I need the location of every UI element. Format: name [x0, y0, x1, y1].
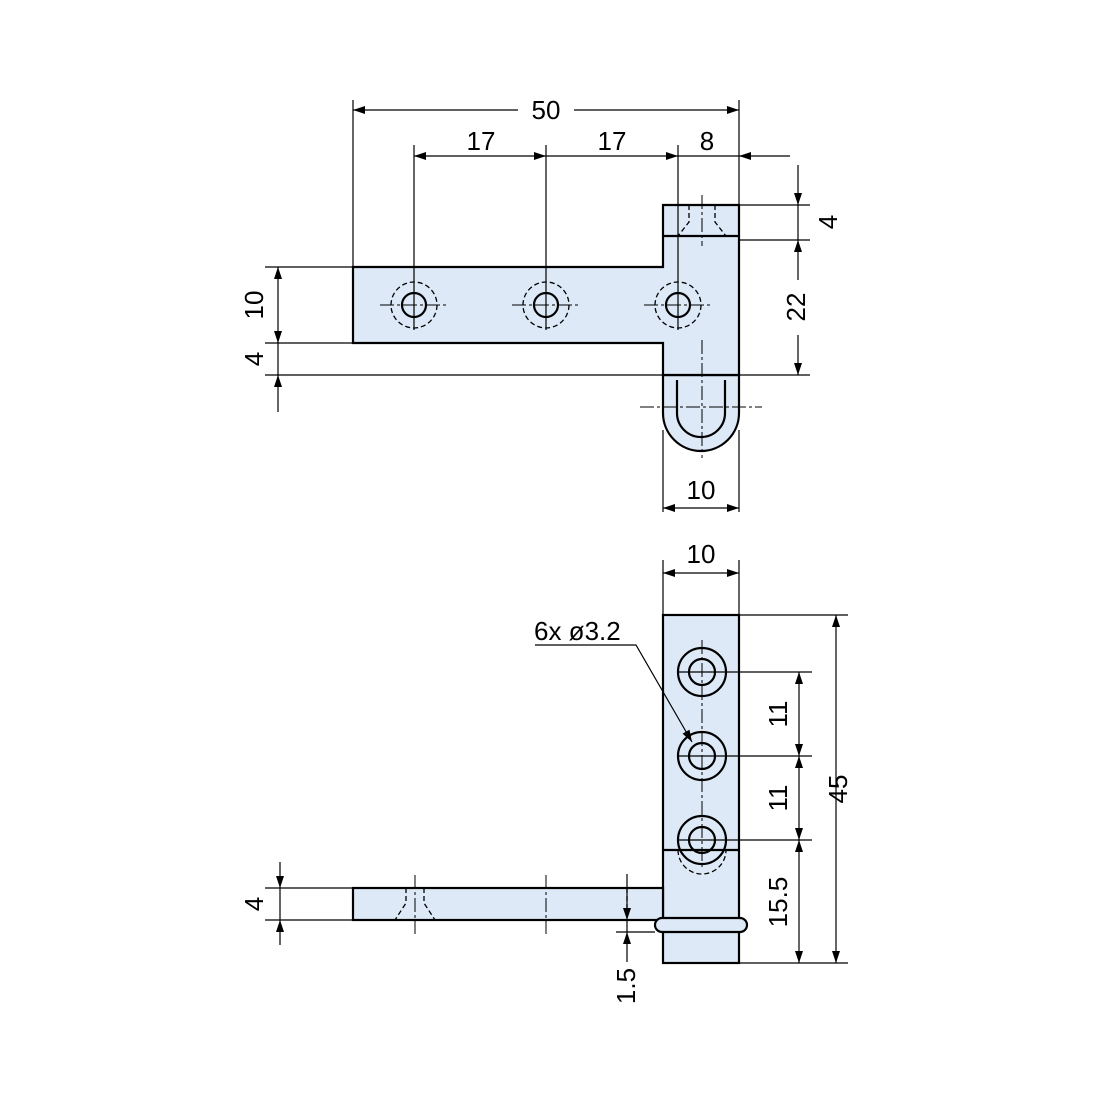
front-horizontal-plate — [351, 886, 665, 922]
dim-top-plate-width: 10 — [239, 291, 269, 320]
dim-front-pitch-1: 11 — [763, 701, 793, 728]
dim-front-bottom-offset: 15.5 — [763, 877, 793, 928]
dim-top-pitch-1: 17 — [467, 126, 496, 156]
dim-top-pivot-height: 22 — [781, 293, 811, 322]
dim-top-pitch-2: 17 — [598, 126, 627, 156]
top-tab-countersink — [677, 205, 727, 237]
front-plate-countersink — [394, 888, 436, 921]
dim-front-leaf-width: 10 — [687, 539, 716, 569]
front-collar-ring — [653, 916, 749, 934]
front-hole-callout: 6x ø3.2 — [534, 616, 621, 646]
dim-top-overall-width: 50 — [532, 95, 561, 125]
dim-top-knuckle-width: 10 — [687, 475, 716, 505]
front-vertical-leaf — [661, 613, 741, 965]
dim-front-gap: 1.5 — [611, 968, 641, 1004]
dim-top-end-offset: 8 — [700, 126, 714, 156]
dim-front-overall-height: 45 — [823, 775, 853, 804]
dim-front-plate-thickness: 4 — [239, 897, 269, 911]
dim-top-plate-offset: 4 — [239, 352, 269, 366]
top-knuckle-inner — [675, 380, 727, 439]
top-view: 50 17 17 8 4 22 10 4 10 — [239, 95, 843, 512]
top-knuckle — [661, 373, 741, 453]
dim-top-tab-height: 4 — [813, 215, 843, 229]
front-view: 10 6x ø3.2 11 11 15.5 45 4 1.5 — [239, 539, 853, 1004]
dim-front-pitch-2: 11 — [763, 785, 793, 812]
front-hole-callout-leader — [535, 644, 693, 743]
